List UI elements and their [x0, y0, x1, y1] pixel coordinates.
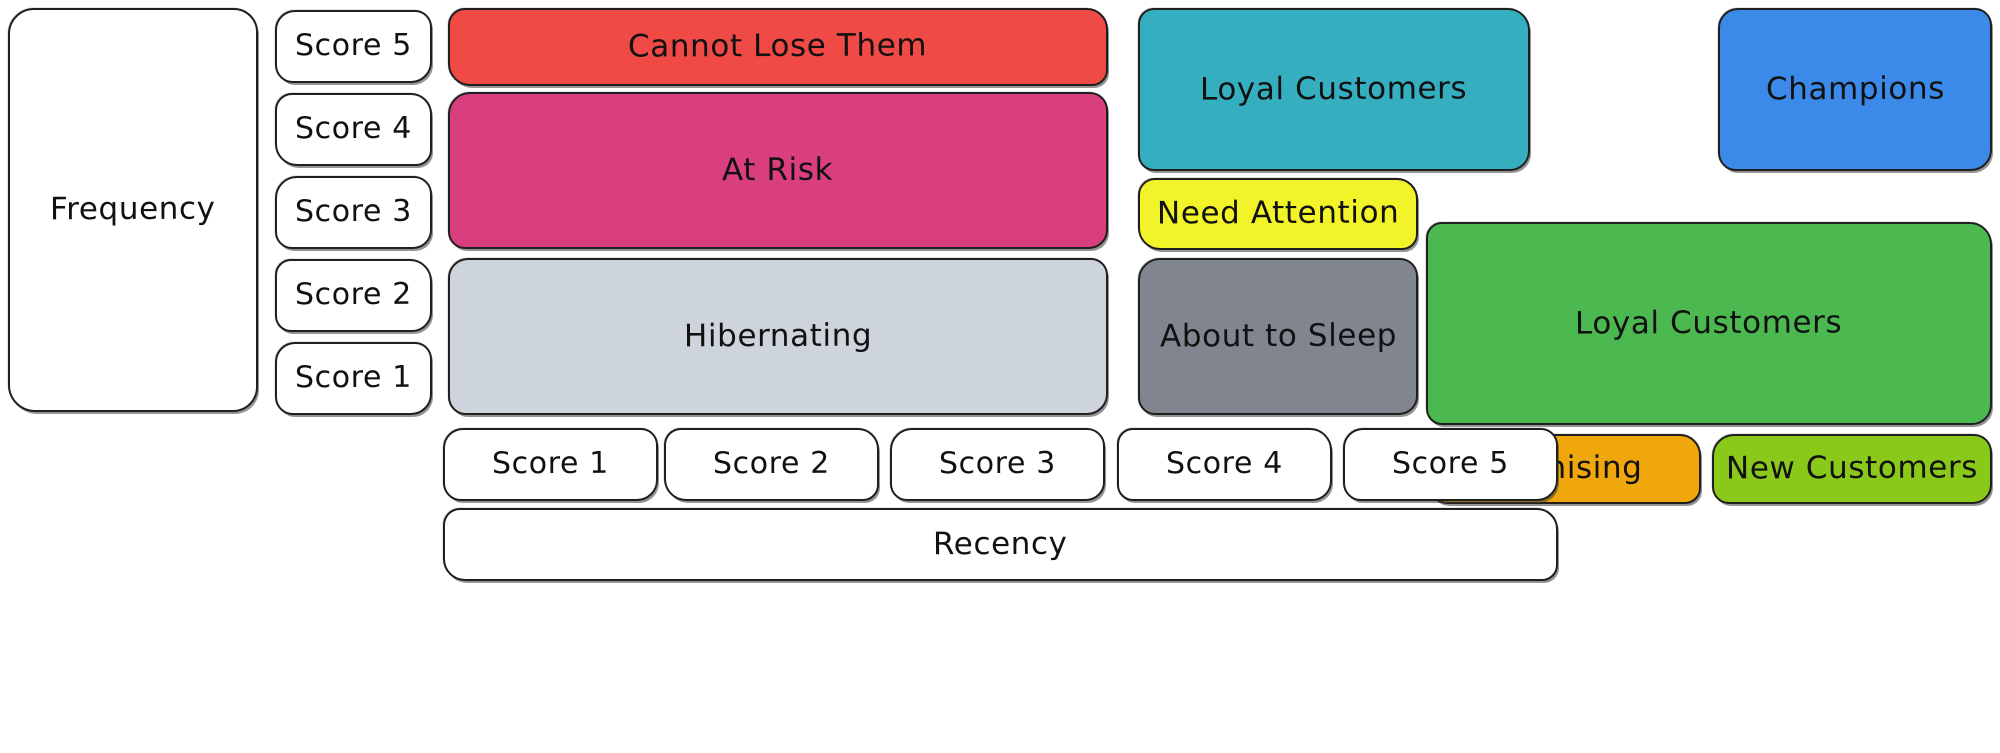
segment-loyal-customers-green-label: Loyal Customers	[1575, 304, 1843, 342]
frequency-score-4-label: Score 4	[294, 110, 412, 147]
segment-at-risk-label: At Risk	[722, 151, 834, 188]
segment-hibernating[interactable]: Hibernating	[448, 258, 1108, 415]
segment-champions[interactable]: Champions	[1718, 8, 1992, 171]
segment-new-customers[interactable]: New Customers	[1712, 434, 1992, 504]
recency-score-2[interactable]: Score 2	[664, 428, 879, 501]
recency-score-2-label: Score 2	[712, 445, 830, 482]
frequency-score-3-label: Score 3	[294, 193, 412, 230]
segment-need-attention-label: Need Attention	[1156, 194, 1400, 232]
segment-about-to-sleep-label: About to Sleep	[1159, 317, 1397, 355]
recency-score-5[interactable]: Score 5	[1343, 428, 1558, 501]
frequency-score-2[interactable]: Score 2	[275, 259, 432, 332]
frequency-score-1[interactable]: Score 1	[275, 342, 432, 415]
recency-score-1-label: Score 1	[491, 445, 609, 482]
frequency-axis-label: Frequency	[8, 8, 258, 412]
segment-hibernating-label: Hibernating	[683, 317, 873, 355]
segment-cannot-lose-them-label: Cannot Lose Them	[628, 27, 928, 65]
recency-score-3[interactable]: Score 3	[890, 428, 1105, 501]
segment-champions-label: Champions	[1765, 70, 1945, 108]
recency-axis-label: Recency	[443, 508, 1558, 581]
segment-loyal-customers-green[interactable]: Loyal Customers	[1426, 222, 1992, 425]
frequency-score-4[interactable]: Score 4	[275, 93, 432, 166]
recency-score-4[interactable]: Score 4	[1117, 428, 1332, 501]
frequency-score-2-label: Score 2	[294, 276, 412, 313]
frequency-score-5[interactable]: Score 5	[275, 10, 432, 83]
segment-about-to-sleep[interactable]: About to Sleep	[1138, 258, 1418, 415]
recency-score-1[interactable]: Score 1	[443, 428, 658, 501]
segment-at-risk[interactable]: At Risk	[448, 92, 1108, 249]
frequency-score-1-label: Score 1	[294, 359, 412, 396]
segment-need-attention[interactable]: Need Attention	[1138, 178, 1418, 250]
segment-cannot-lose-them[interactable]: Cannot Lose Them	[448, 8, 1108, 86]
segment-loyal-customers-teal[interactable]: Loyal Customers	[1138, 8, 1530, 171]
frequency-axis-text: Frequency	[50, 190, 216, 228]
segment-new-customers-label: New Customers	[1725, 449, 1979, 487]
recency-score-5-label: Score 5	[1391, 445, 1509, 482]
recency-axis-text: Recency	[933, 525, 1068, 562]
frequency-score-5-label: Score 5	[294, 27, 412, 64]
recency-score-4-label: Score 4	[1165, 445, 1283, 482]
recency-score-3-label: Score 3	[938, 445, 1056, 482]
segment-loyal-customers-teal-label: Loyal Customers	[1200, 70, 1468, 108]
frequency-score-3[interactable]: Score 3	[275, 176, 432, 249]
